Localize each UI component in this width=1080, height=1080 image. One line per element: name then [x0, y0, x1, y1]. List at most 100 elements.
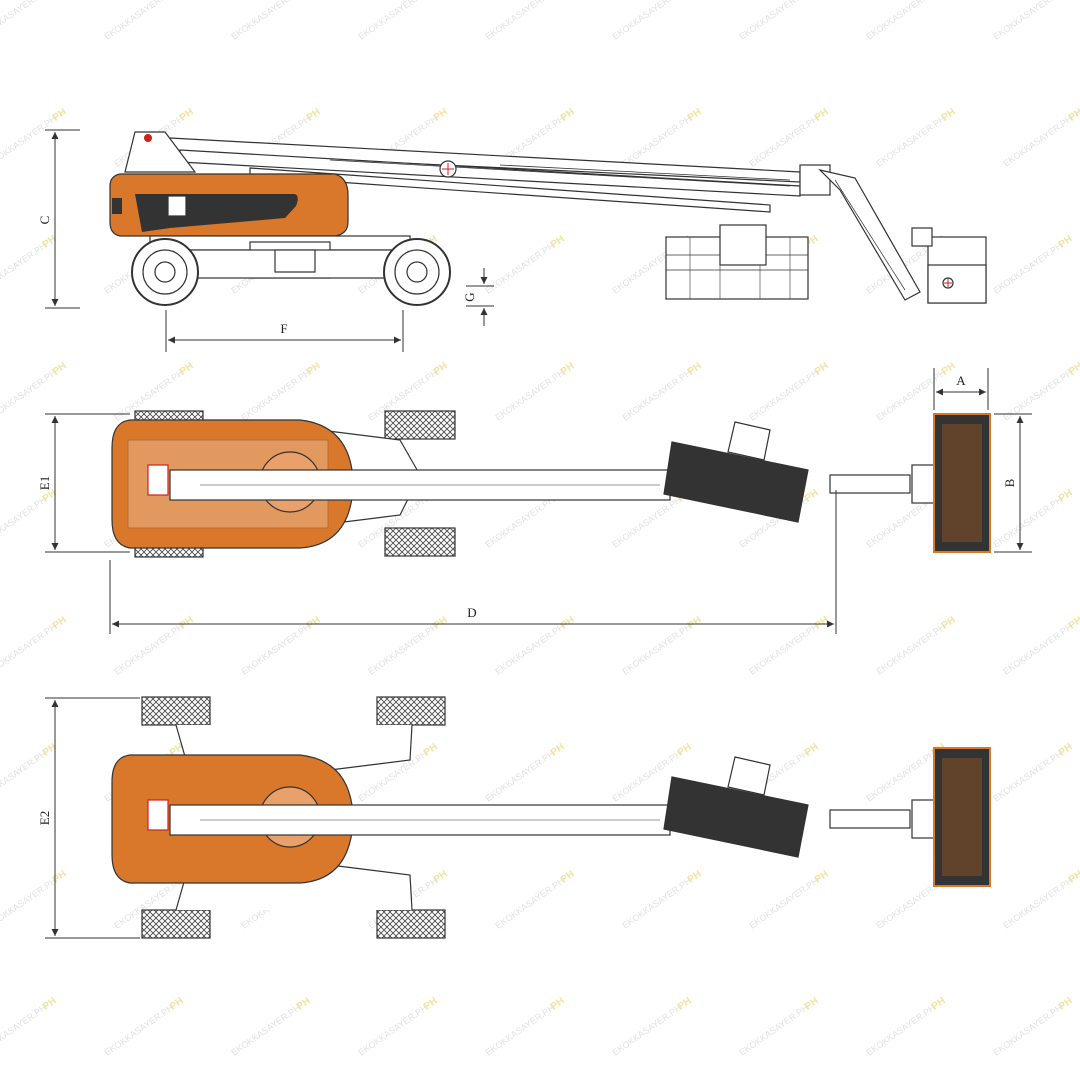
watermark-text: EKOKKASAYER.PH	[747, 875, 820, 930]
dim-f-label: F	[280, 321, 287, 336]
watermark-text: EKOKKASAYER.PH	[620, 875, 693, 930]
watermark-text: EKOKKASAYER.PH	[0, 1002, 48, 1057]
dim-g	[466, 268, 494, 326]
dim-a	[933, 368, 989, 410]
dim-c	[45, 129, 80, 309]
watermark-text: EKOKKASAYER.PH	[737, 0, 810, 42]
dim-d-label: D	[467, 605, 476, 620]
watermark-text: EKOKKASAYER.PH	[991, 494, 1064, 549]
dim-b	[994, 413, 1032, 553]
watermark-text: EKOKKASAYER.PH	[610, 1002, 683, 1057]
watermark-text: EKOKKASAYER.PH	[356, 1002, 429, 1057]
top-view-extended	[111, 696, 991, 939]
watermark-text: EKOKKASAYER.PH	[610, 494, 683, 549]
watermark-text: EKOKKASAYER.PH	[483, 240, 556, 295]
watermark-text: EKOKKASAYER.PH	[991, 0, 1064, 42]
watermark-text: EKOKKASAYER.PH	[620, 113, 693, 168]
watermark-text: EKOKKASAYER.PH	[864, 748, 937, 803]
watermark-text: EKOKKASAYER.PH	[991, 748, 1064, 803]
watermark-text: EKOKKASAYER.PH	[239, 367, 312, 422]
watermark-text: EKOKKASAYER.PH	[1001, 621, 1074, 676]
watermark-text: EKOKKASAYER.PH	[0, 748, 48, 803]
watermark-text: EKOKKASAYER.PH	[0, 621, 58, 676]
watermark-text: EKOKKASAYER.PH	[610, 0, 683, 42]
dim-e1-label: E1	[37, 476, 52, 490]
watermark-text: EKOKKASAYER.PH	[0, 240, 48, 295]
watermark-text: EKOKKASAYER.PH	[229, 1002, 302, 1057]
watermark-text: EKOKKASAYER.PH	[620, 367, 693, 422]
watermark-text: EKOKKASAYER.PH	[0, 113, 58, 168]
watermark-text: EKOKKASAYER.PH	[991, 240, 1064, 295]
watermark-text: EKOKKASAYER.PH	[0, 875, 58, 930]
watermark-text: EKOKKASAYER.PH	[991, 1002, 1064, 1057]
dim-c-label: C	[37, 216, 52, 225]
watermark-text: EKOKKASAYER.PH	[1001, 875, 1074, 930]
watermark-text: EKOKKASAYER.PH	[874, 621, 947, 676]
watermark-text: EKOKKASAYER.PH	[493, 875, 566, 930]
watermark-text: EKOKKASAYER.PH	[0, 494, 48, 549]
watermark-text: EKOKKASAYER.PH	[620, 621, 693, 676]
watermark-text: EKOKKASAYER.PH	[493, 621, 566, 676]
watermark-text: EKOKKASAYER.PH	[747, 367, 820, 422]
dim-b-label: B	[1002, 478, 1017, 487]
dim-a-label: A	[956, 373, 966, 388]
watermark-text: EKOKKASAYER.PH	[483, 1002, 556, 1057]
watermark-text: EKOKKASAYER.PH	[0, 0, 48, 42]
dim-d	[109, 490, 837, 634]
watermark-text: EKOKKASAYER.PH	[874, 113, 947, 168]
watermark-text: EKOKKASAYER.PH	[356, 0, 429, 42]
dim-g-label: G	[462, 292, 477, 301]
dim-e2	[45, 697, 140, 939]
watermark-text: EKOKKASAYER.PH	[737, 1002, 810, 1057]
dim-e1	[45, 413, 130, 553]
watermark-text: EKOKKASAYER.PH	[239, 621, 312, 676]
watermark-text: EKOKKASAYER.PH	[366, 621, 439, 676]
watermark-text: EKOKKASAYER.PH	[102, 1002, 175, 1057]
watermark-text: EKOKKASAYER.PH	[483, 494, 556, 549]
watermark-text: EKOKKASAYER.PH	[102, 0, 175, 42]
watermark-text: EKOKKASAYER.PH	[493, 367, 566, 422]
watermark-text: EKOKKASAYER.PH	[1001, 113, 1074, 168]
watermark-text: EKOKKASAYER.PH	[483, 0, 556, 42]
